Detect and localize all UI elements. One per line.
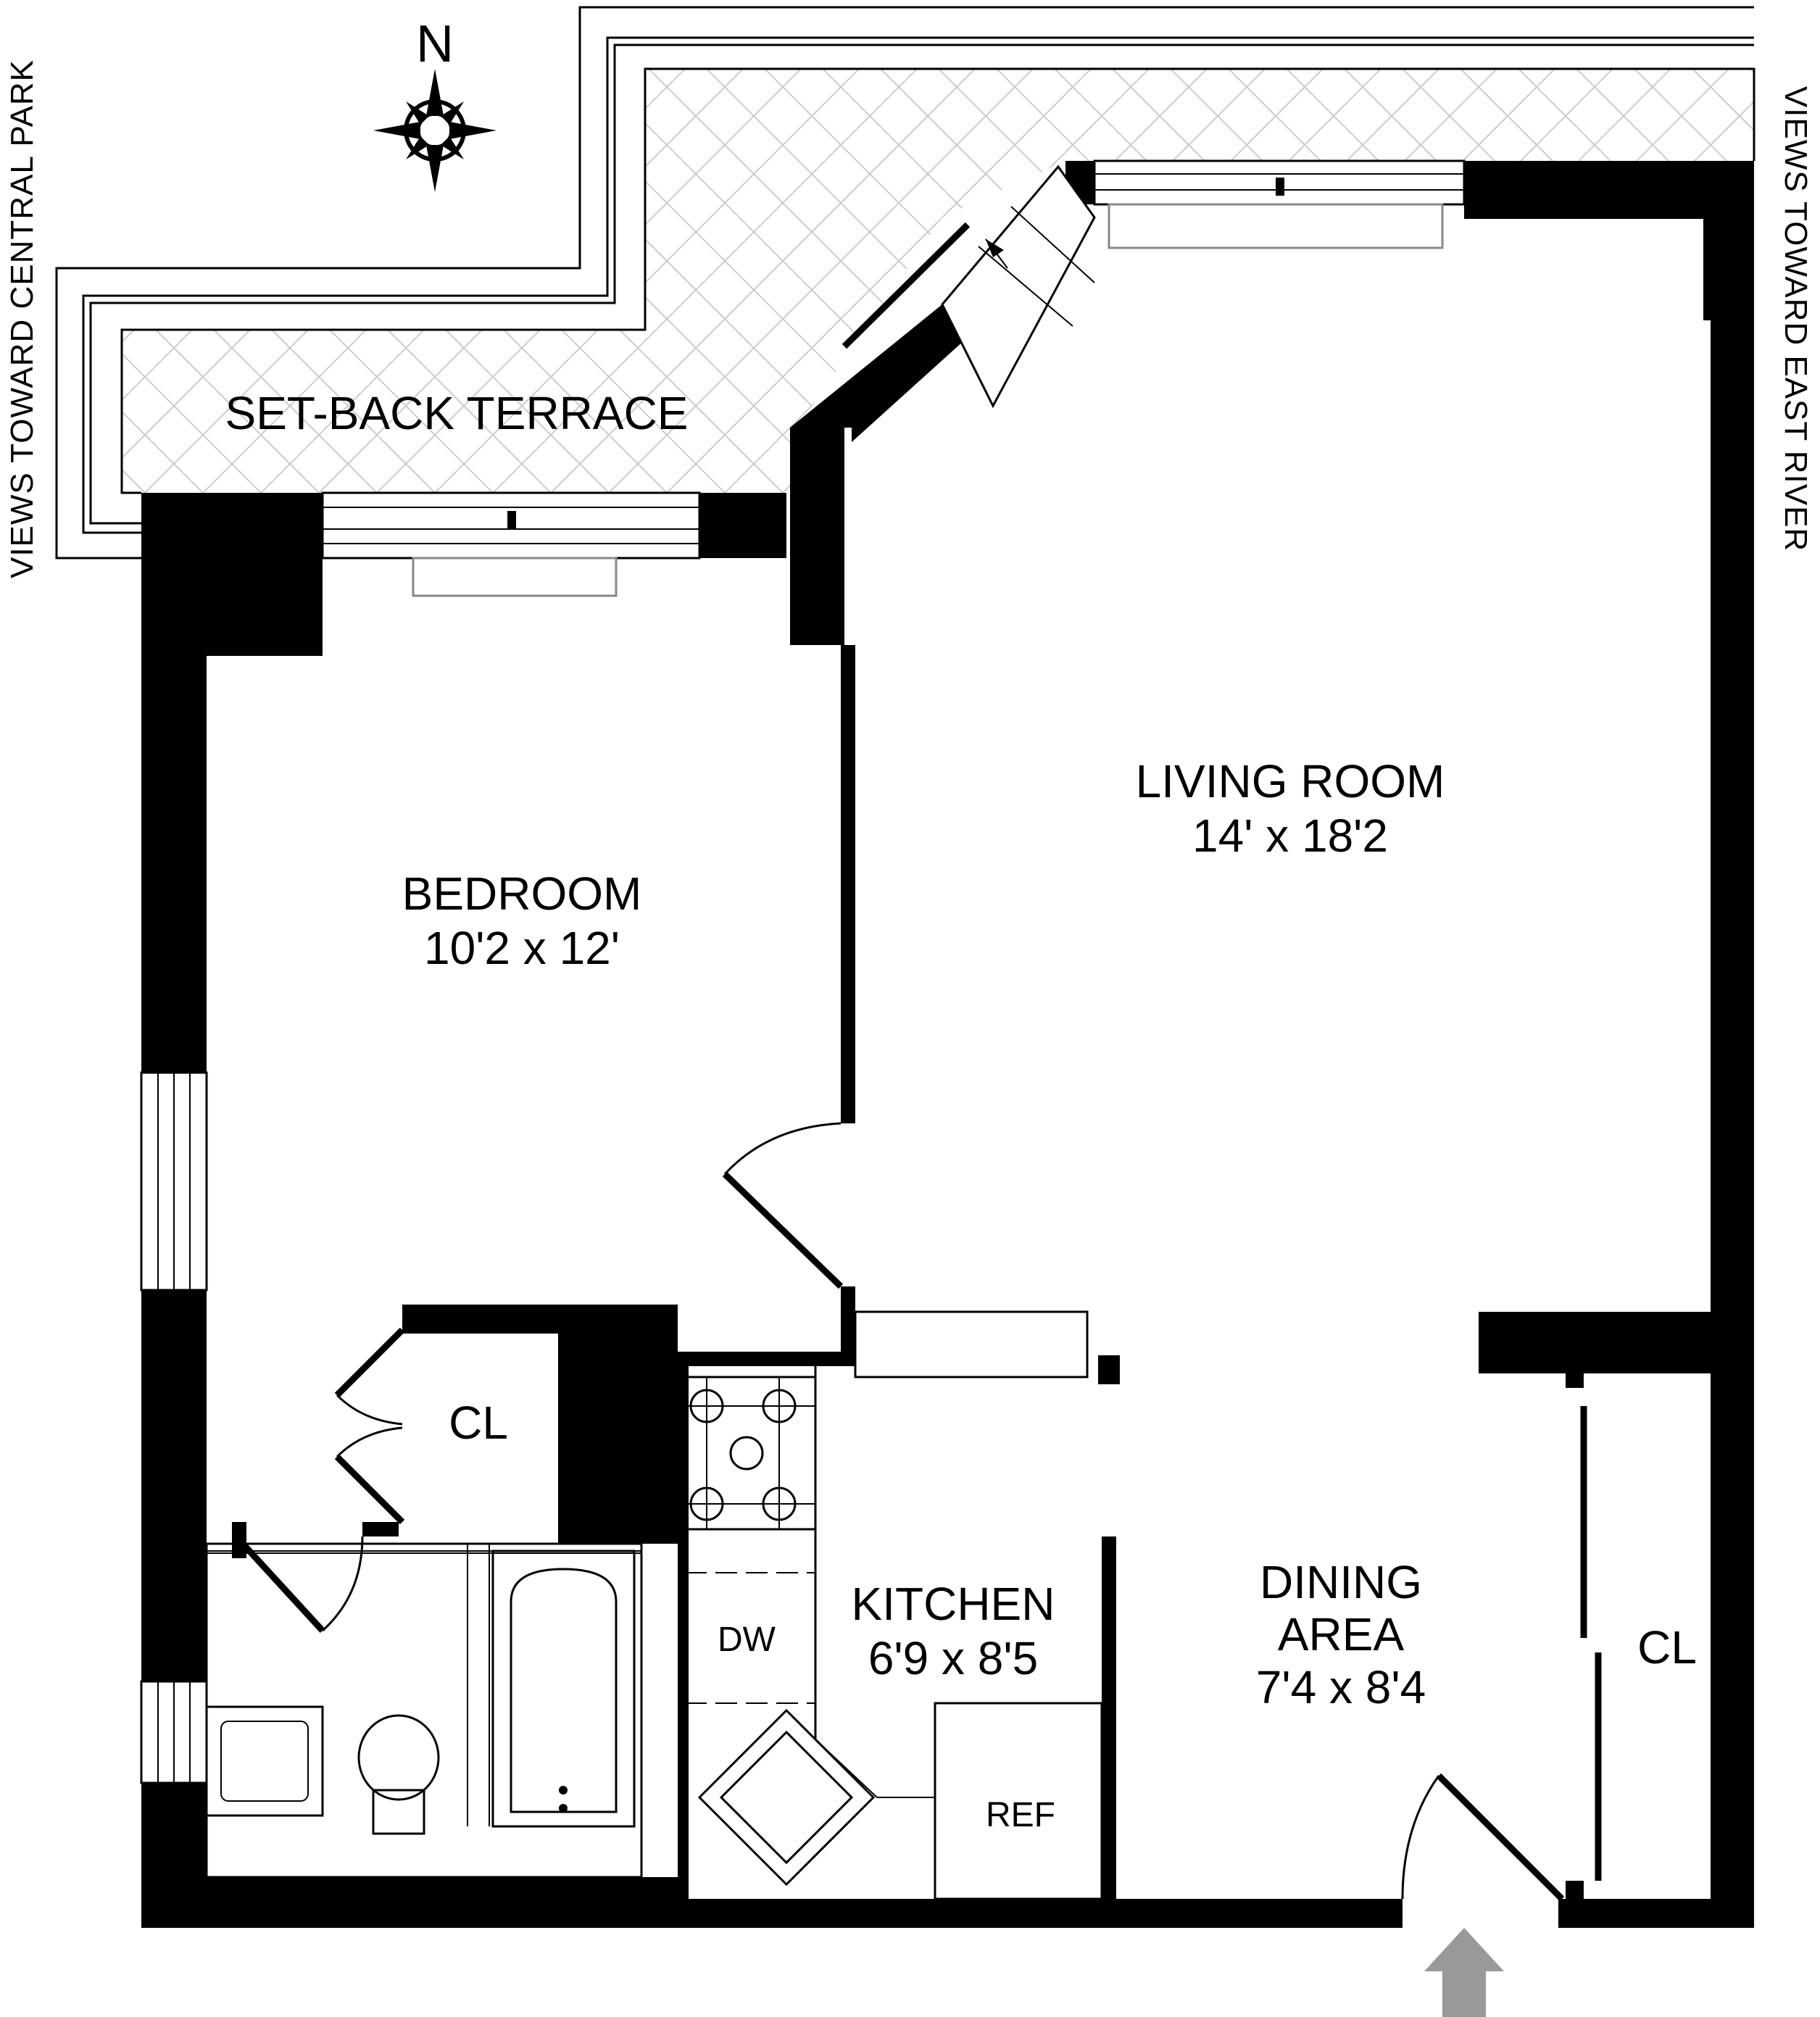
kitchen-size: 6'9 x 8'5 [868,1632,1038,1684]
living-room-size: 14' x 18'2 [1192,810,1388,862]
views-left-label: VIEWS TOWARD CENTRAL PARK [4,59,40,578]
bedroom-size: 10'2 x 12' [424,922,620,974]
terrace-railing-outer [55,6,1754,560]
compass-rose-icon [373,69,496,192]
doors [240,1122,1602,1902]
living-room-name: LIVING ROOM [1136,755,1445,807]
toilet [357,1714,440,1835]
bedroom-name: BEDROOM [402,868,642,920]
terrace-railing-mid [82,36,1754,534]
terrace-door [842,165,1096,409]
entry-arrow-icon [1424,1928,1504,2017]
kitchen-sink [697,1708,876,1887]
terrace-edge [120,67,1755,494]
north-label: N [416,15,454,73]
bedroom-door-leaf [722,1171,844,1289]
terrace-hatch [122,69,1754,493]
bathroom-sink [205,1705,324,1817]
walls [141,161,1754,1928]
terrace [55,6,1755,560]
stove [683,1376,817,1531]
fixtures [205,1310,1103,1900]
bathtub [491,1550,636,1828]
dining-name-1: DINING [1260,1556,1422,1608]
bedroom-closet-label: CL [449,1397,508,1449]
refrigerator [934,1702,1103,1900]
dining-closet-label: CL [1637,1621,1697,1673]
refrigerator-label: REF [986,1796,1055,1834]
terrace-railing-inner [89,43,1754,525]
bath-door-leaf [240,1541,325,1634]
terrace-label: SET-BACK TERRACE [225,387,689,439]
dishwasher-label: DW [718,1621,776,1659]
windows [140,159,1466,1784]
kitchen-name: KITCHEN [852,1578,1055,1630]
views-right-label: VIEWS TOWARD EAST RIVER [1778,86,1813,552]
dining-size: 7'4 x 8'4 [1256,1661,1426,1713]
entry-door-leaf [1436,1773,1565,1902]
dining-name-2: AREA [1278,1608,1405,1660]
